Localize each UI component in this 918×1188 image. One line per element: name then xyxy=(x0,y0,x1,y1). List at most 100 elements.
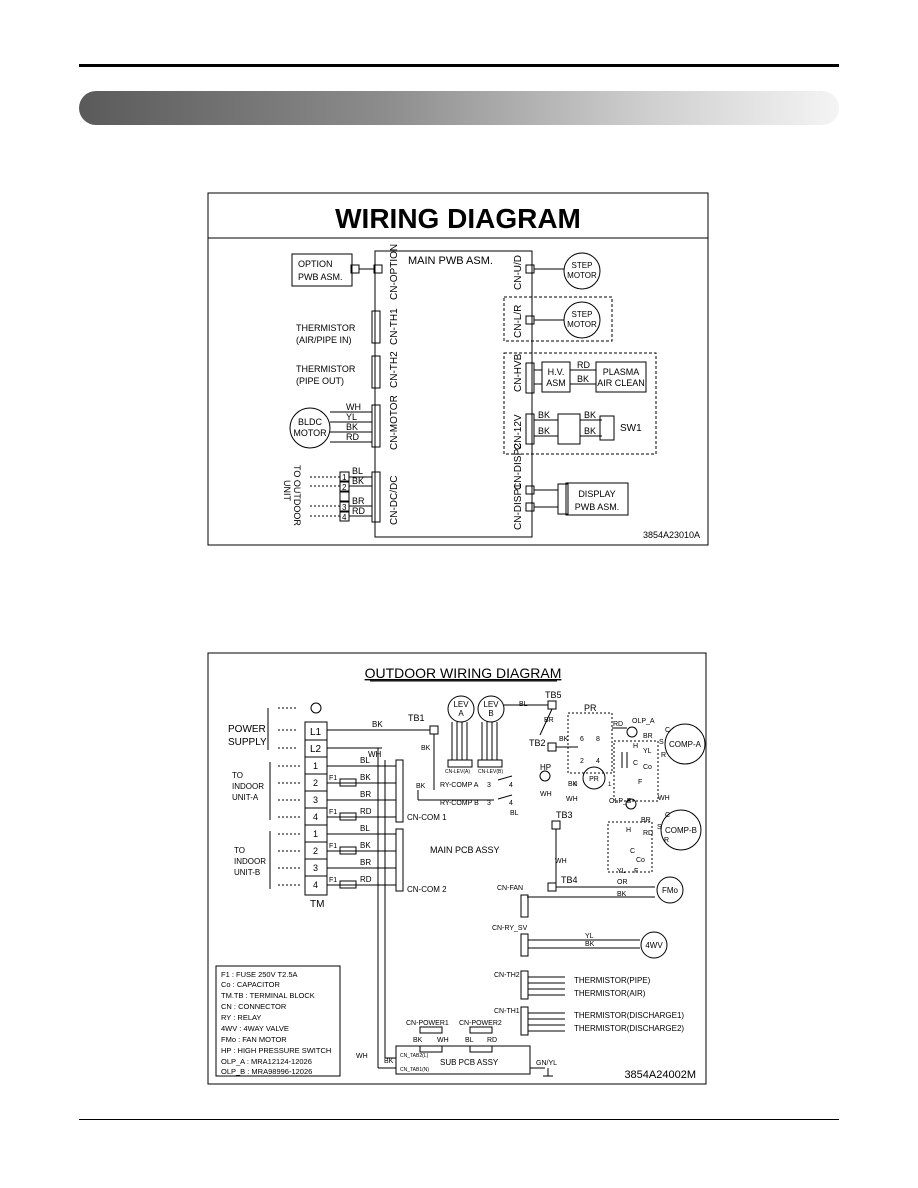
tm-a-2: 2 xyxy=(313,778,318,788)
pr-pin-6: 6 xyxy=(580,736,584,743)
to-outdoor-line2: UNIT xyxy=(282,480,292,501)
ry-comp-b-pin4: 4 xyxy=(509,800,513,807)
od-wire-bl: BL xyxy=(352,466,363,476)
thermistor-1-line1: THERMISTOR xyxy=(296,323,356,333)
option-pwb-box xyxy=(291,253,353,287)
legend-item-4: CN : CONNECTOR xyxy=(221,1002,287,1011)
fan-wire-bk: BK xyxy=(617,891,627,898)
section-header-bar xyxy=(79,91,839,125)
sub-wire-wh: WH xyxy=(356,1053,368,1060)
comp-a-wire-wh: WH xyxy=(658,795,670,802)
step-motor-lr-symbol xyxy=(563,301,601,339)
gn-yl-label: GN/YL xyxy=(536,1060,557,1067)
com-b-rd: RD xyxy=(360,875,372,884)
fuse-b-2: F1 xyxy=(329,877,337,884)
comp-b-r: R xyxy=(664,837,669,844)
ry-comp-a-pin3: 3 xyxy=(487,782,491,789)
indoor-wiring-diagram: WIRING DIAGRAM MAIN PWB ASM. CN-OPTION C… xyxy=(207,192,709,546)
unit-a-line2: INDOOR xyxy=(232,782,264,791)
unit-b-line1: TO xyxy=(234,846,245,855)
legend-item-3: TM.TB : TERMINAL BLOCK xyxy=(221,991,315,1000)
cn-disp1-label: CN-DISP1 xyxy=(513,483,524,530)
step-motor-lr-line1: STEP xyxy=(572,310,593,319)
cn-power2-label: CN-POWER2 xyxy=(459,1020,502,1027)
4wv-symbol xyxy=(640,931,668,959)
comp-b-symbol xyxy=(660,809,702,851)
cn-dcdc-label: CN-DC/DC xyxy=(389,476,400,525)
cn-th1-label: CN-TH1 xyxy=(389,308,400,345)
pr-box xyxy=(567,712,613,774)
legend-item-2: Co : CAPACITOR xyxy=(221,980,280,989)
hv-wire-bk: BK xyxy=(577,374,589,384)
bldc-motor-symbol xyxy=(289,407,331,449)
step-motor-ud-line1: STEP xyxy=(572,261,593,270)
bottom-rule xyxy=(79,1119,839,1120)
comp-a-wire-br: BR xyxy=(643,733,653,740)
option-pwb-line2: PWB ASM. xyxy=(298,272,343,282)
tm-a-3: 3 xyxy=(313,795,318,805)
main-pcb-label: MAIN PCB ASSY xyxy=(430,845,500,855)
ry-comp-a-label: RY-COMP A xyxy=(440,782,479,789)
tm-a-4: 4 xyxy=(313,812,318,822)
tb2-wire-bk: BK xyxy=(559,736,569,743)
motor-wire-wh: WH xyxy=(346,402,361,412)
ry-comp-a-pin4: 4 xyxy=(509,782,513,789)
pr-pin-0: 0 xyxy=(574,782,578,788)
lev-a-symbol xyxy=(447,695,475,723)
thermistor-1-line2: (AIR/PIPE IN) xyxy=(296,335,352,345)
power-supply-line1: POWER xyxy=(228,724,266,735)
tm-label: TM xyxy=(310,899,324,910)
unit-b-line3: UNIT-B xyxy=(234,868,260,877)
indoor-part-no: 3854A23010A xyxy=(643,530,700,540)
com-b-bk: BK xyxy=(360,841,371,850)
cn-option-label: CN-OPTION xyxy=(389,244,400,300)
cap-b-co: Co xyxy=(636,857,645,864)
cn-fan-label: CN-FAN xyxy=(497,885,523,892)
hv-asm-line1: H.V. xyxy=(548,367,565,377)
od-terminal-3: 3 xyxy=(342,503,347,512)
od-terminal-1: 1 xyxy=(342,473,347,482)
option-pwb-line1: OPTION xyxy=(298,259,333,269)
step-motor-ud-line2: MOTOR xyxy=(567,271,597,280)
legend-item-10: OLP_B : MRA98996-12026 xyxy=(221,1067,312,1076)
cap-b-c: C xyxy=(630,848,635,855)
comp-a-wire-yl: YL xyxy=(643,748,652,755)
legend-item-6: 4WV : 4WAY VALVE xyxy=(221,1024,289,1033)
pr-pin-2: 2 xyxy=(580,758,584,765)
lev-b-symbol xyxy=(477,695,505,723)
hp-switch-symbol xyxy=(539,770,551,782)
comp-b-label: COMP-B xyxy=(665,826,697,835)
fan-motor-symbol xyxy=(656,876,684,904)
hv-wire-rd: RD xyxy=(577,360,590,370)
fan-wire-or: OR xyxy=(617,879,628,886)
4wv-label: 4WV xyxy=(645,941,663,950)
comp-a-label: COMP-A xyxy=(669,740,702,749)
legend-item-1: F1 : FUSE 250V T2.5A xyxy=(221,970,298,979)
display-pwb-line1: DISPLAY xyxy=(578,489,615,499)
cn-lev-b-label: CN-LEV(B) xyxy=(478,769,503,775)
main-pwb-label: MAIN PWB ASM. xyxy=(408,255,493,267)
step-motor-lr-line2: MOTOR xyxy=(567,320,597,329)
bldc-motor-line2: MOTOR xyxy=(293,428,327,438)
comp-b-wire-rd: RD xyxy=(643,830,653,837)
comp-b-s: S xyxy=(657,824,662,831)
tm-a-1: 1 xyxy=(313,761,318,771)
fuse-b-1: F1 xyxy=(329,843,337,850)
tb5-label: TB5 xyxy=(545,690,562,700)
tb1-wire-bk-2: BK xyxy=(416,783,426,790)
sw-wire-bk-4: BK xyxy=(584,426,596,436)
cn-ry-sv-label: CN-RY_SV xyxy=(492,925,528,932)
cn-lr-label: CN-L/R xyxy=(513,305,524,338)
tb3-wire-wh: WH xyxy=(555,858,567,865)
thermistor-discharge1: THERMISTOR(DISCHARGE1) xyxy=(574,1011,684,1020)
display-pwb-box xyxy=(565,482,629,516)
outdoor-part-no: 3854A24002M xyxy=(624,1069,696,1081)
thermistor-2-line1: THERMISTOR xyxy=(296,364,356,374)
power2-wire-rd: RD xyxy=(487,1037,497,1044)
od-wire-rd: RD xyxy=(352,506,365,516)
power1-wire-bk: BK xyxy=(413,1037,423,1044)
com-a-bl: BL xyxy=(360,756,370,765)
sub-wire-bk: BK xyxy=(384,1058,394,1065)
power-wire-wh: WH xyxy=(368,750,382,759)
cn-12v-label: CN-12V xyxy=(513,414,524,450)
